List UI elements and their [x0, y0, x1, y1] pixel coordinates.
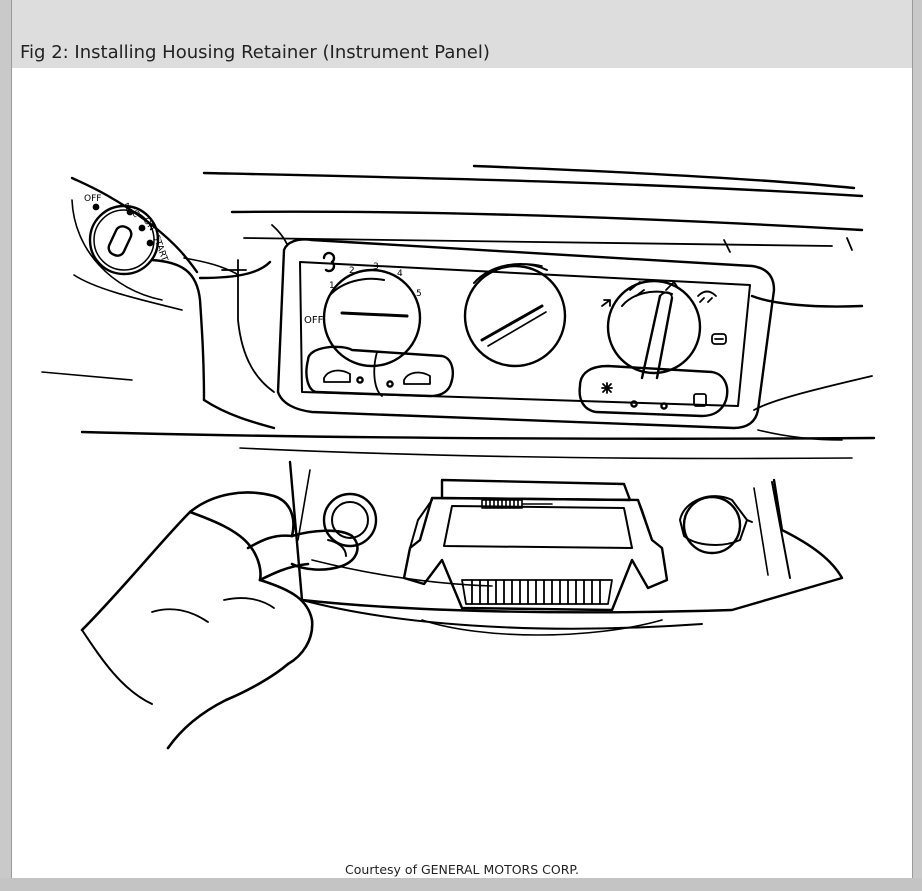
retainer-spring — [481, 499, 553, 509]
floor-mode-icon — [665, 281, 679, 291]
lower-dash-contour — [80, 294, 876, 460]
fan-off-label: OFF — [304, 315, 324, 326]
technician-hand — [80, 491, 359, 750]
lighter-socket-left — [322, 492, 378, 548]
dashboard-top-edge — [202, 164, 864, 253]
fan-speed-3-label: 3 — [373, 262, 379, 272]
car-outside-air-icon — [403, 371, 431, 385]
accessory-housing — [288, 460, 844, 636]
left-dash-contour — [41, 257, 276, 430]
left-button-pod — [305, 345, 454, 398]
figure-credit: Courtesy of GENERAL MOTORS CORP. — [345, 862, 579, 877]
fan-speed-2-label: 2 — [349, 266, 355, 276]
defrost-mode-icon — [697, 290, 717, 303]
hvac-control-bezel — [237, 238, 776, 430]
right-button-pod — [578, 364, 729, 418]
ignition-acc-label: ACC — [120, 201, 141, 221]
fan-speed-5-label: 5 — [416, 289, 422, 299]
rear-defrost-icon — [711, 333, 727, 345]
ignition-off-label: OFF — [84, 194, 101, 204]
fan-icon — [322, 251, 336, 273]
figure-frame: Fig 2: Installing Housing Retainer (Inst… — [11, 0, 913, 878]
bottom-scroll-strip — [0, 878, 922, 891]
mode-dial — [601, 279, 727, 380]
temperature-dial — [463, 263, 567, 368]
instrument-panel-illustration: OFF ACC ON START — [12, 68, 912, 868]
ignition-switch: OFF ACC ON START — [70, 176, 199, 311]
fan-speed-dial: OFF 1 2 3 4 5 — [304, 251, 422, 368]
fan-speed-1-label: 1 — [329, 281, 335, 291]
power-outlet-right — [679, 495, 753, 555]
figure-title: Fig 2: Installing Housing Retainer (Inst… — [20, 42, 490, 63]
title-bar: Fig 2: Installing Housing Retainer (Inst… — [12, 0, 912, 68]
vent-mode-icon — [601, 299, 611, 307]
bilevel-mode-icon — [629, 281, 645, 297]
fan-speed-4-label: 4 — [397, 269, 403, 279]
retainer-teeth — [461, 579, 613, 605]
car-recirc-icon — [323, 369, 351, 383]
housing-retainer — [402, 478, 669, 612]
ac-snowflake-icon — [601, 382, 613, 394]
